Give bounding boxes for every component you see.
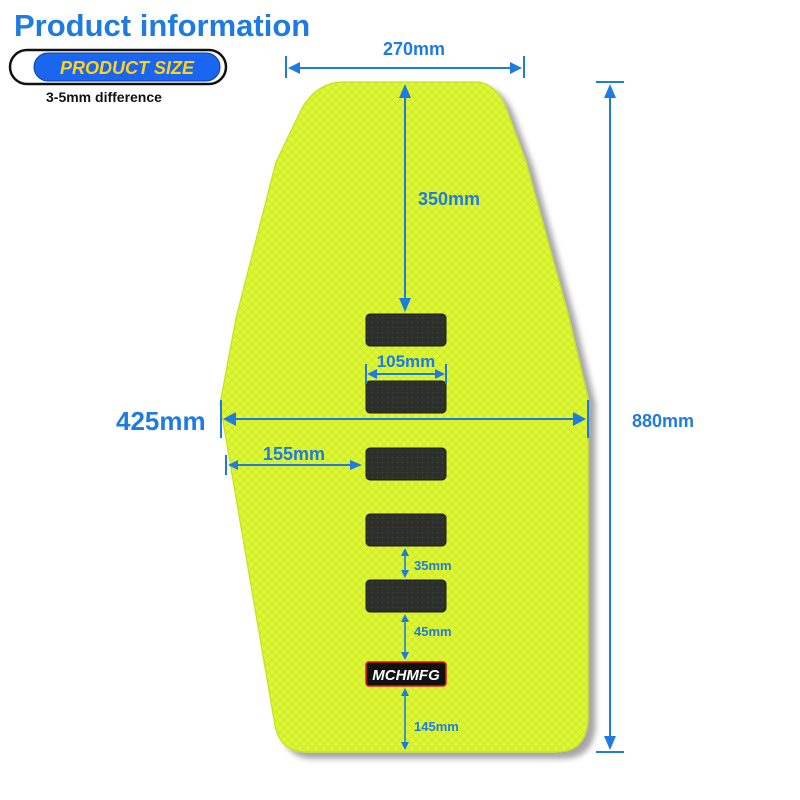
dimension-logo-to-bottom: [401, 688, 409, 750]
product-size-label: PRODUCT SIZE: [60, 58, 195, 78]
product-size-badge: PRODUCT SIZE: [8, 48, 228, 86]
seat-rib: [365, 447, 447, 481]
dimension-top-width: [285, 56, 525, 78]
dimension-rib-to-logo: [401, 614, 409, 660]
seat-rib: [365, 313, 447, 347]
seat-rib: [365, 380, 447, 414]
dimension-side-to-rib: [225, 455, 362, 475]
seat-rib: [365, 579, 447, 613]
dimension-label-rib-to-logo: 45mm: [414, 624, 452, 639]
brand-logo-text: MCHMFG: [372, 667, 440, 684]
dimension-label-max-width: 425mm: [116, 406, 206, 436]
dimension-rib-gap: [401, 548, 409, 578]
dimension-top-to-rib: [399, 84, 411, 312]
dimension-label-top-width: 270mm: [383, 39, 445, 59]
dimension-total-length: [596, 81, 624, 753]
seat-rib: [365, 513, 447, 547]
dimension-max-width: [220, 400, 589, 438]
dimension-label-top-to-rib: 350mm: [418, 189, 480, 209]
dimension-label-rib-gap: 35mm: [414, 558, 452, 573]
dimension-label-total-length: 880mm: [632, 411, 694, 431]
size-tolerance-note: 3-5mm difference: [46, 89, 162, 105]
brand-logo: MCHMFG: [365, 661, 447, 687]
seat-cover: [219, 81, 589, 753]
page-title: Product information: [14, 8, 310, 43]
dimension-rib-width: [365, 364, 447, 384]
dimension-label-rib-width: 105mm: [377, 352, 436, 371]
dimension-label-side-to-rib: 155mm: [263, 444, 325, 464]
dimension-label-logo-to-bottom: 145mm: [414, 719, 459, 734]
